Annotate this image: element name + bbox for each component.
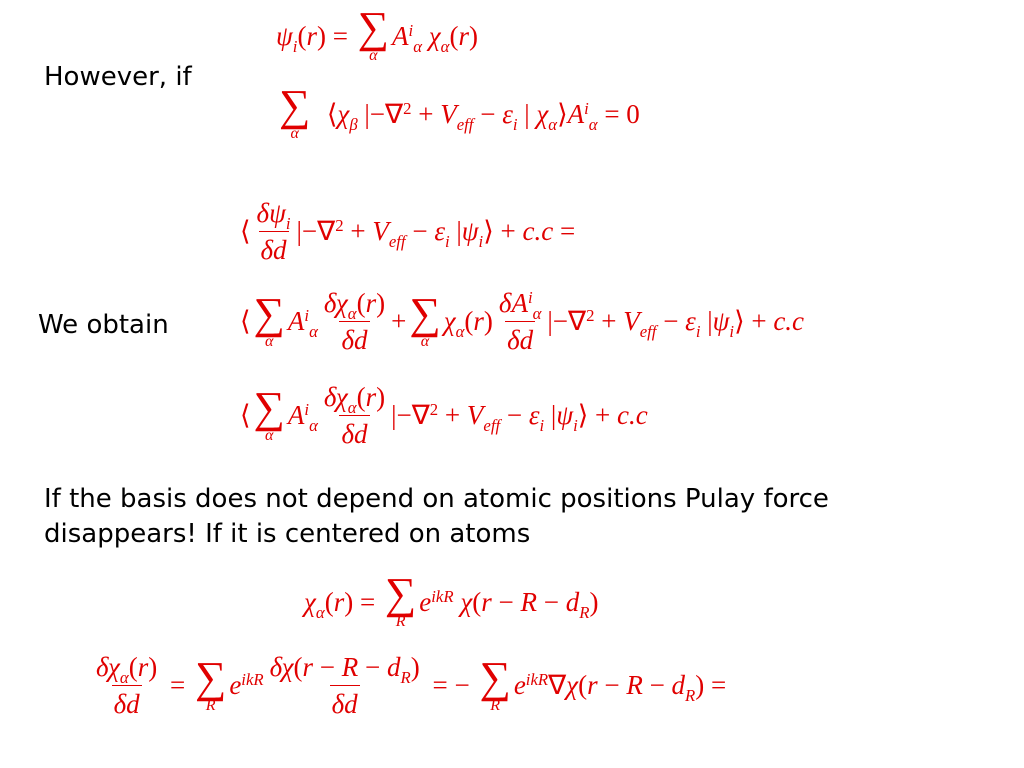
equation-basis-derivative: δχα(r)δd = ∑R eikR δχ(r − R − dR)δd = − … xyxy=(96,652,727,719)
equation-bloch-basis: χα(r) = ∑R eikR χ(r − R − dR) xyxy=(304,569,599,630)
however-if-label: However, if xyxy=(44,62,192,92)
equation-expansion: ψi(r) = ∑α Aiα χα(r) xyxy=(276,3,478,64)
we-obtain-label: We obtain xyxy=(38,310,169,340)
equation-pulay: ⟨ ∑α Aiα δχα(r)δd |−∇2 + Veff − εi |ψi⟩ … xyxy=(240,382,648,449)
equation-secular: ∑α ⟨χβ |−∇2 + Veff − εi | χα⟩Aiα = 0 xyxy=(279,81,640,142)
basis-note-paragraph: If the basis does not depend on atomic p… xyxy=(44,484,829,549)
